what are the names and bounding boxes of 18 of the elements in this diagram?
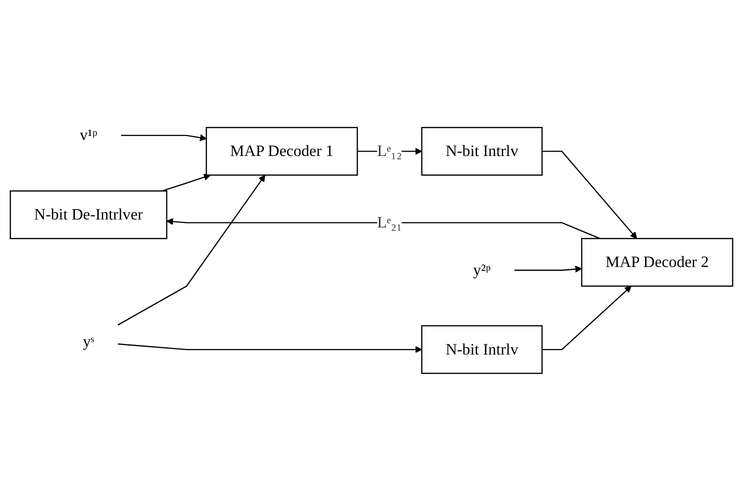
edge-label: Lᵉ₁₂: [377, 142, 402, 160]
node-text: y²ᵖ: [473, 262, 491, 279]
node-box: N-bit De-Intrlver: [10, 190, 168, 240]
node-text: v¹ᵖ: [80, 126, 98, 144]
arrow: [542, 286, 632, 350]
node-box: MAP Decoder 1: [206, 126, 358, 176]
edge-label: Lᵉ₂₁: [377, 214, 402, 232]
arrow: [118, 343, 422, 354]
node-box: N-bit Intrlv: [421, 325, 543, 374]
arrow: [162, 174, 211, 192]
arrow: [514, 266, 582, 273]
node-box: N-bit Intrlv: [421, 126, 543, 176]
arrow: [542, 150, 638, 239]
node-text: yˢ: [82, 332, 94, 350]
arrow: [166, 218, 600, 240]
arrow: [121, 134, 207, 142]
arrow: [118, 174, 266, 326]
node-box: MAP Decoder 2: [581, 238, 734, 287]
